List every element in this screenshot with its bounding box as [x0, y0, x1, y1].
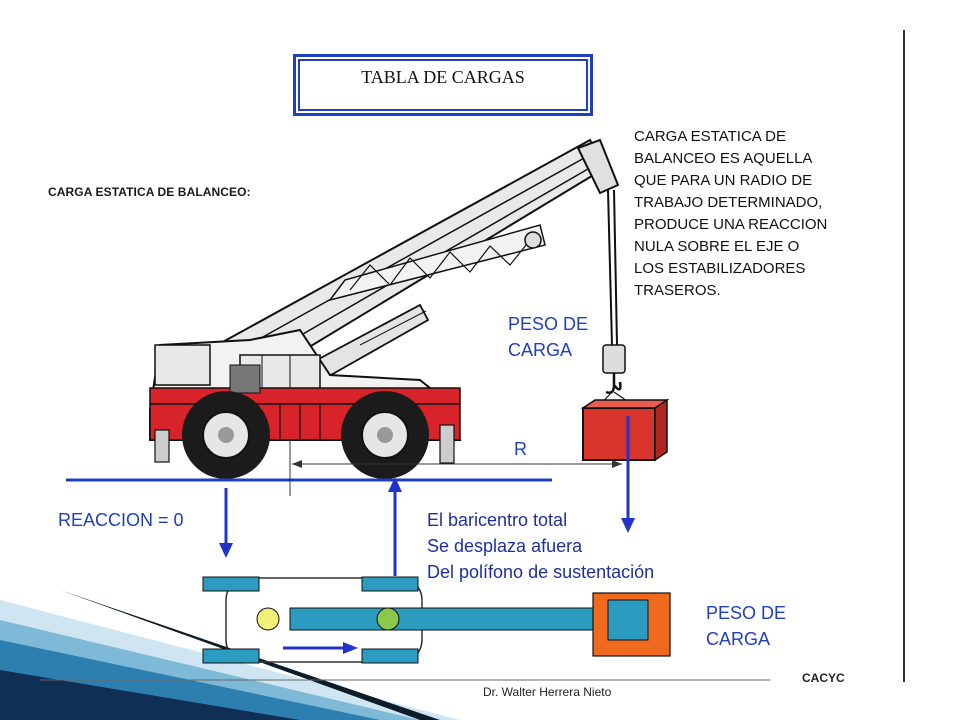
load-box [580, 398, 670, 462]
definition-text: CARGA ESTATICA DE BALANCEO ES AQUELLA QU… [634, 126, 894, 302]
barycenter-text: El baricentro total Se desplaza afuera D… [427, 510, 655, 582]
definition-line: PRODUCE UNA REACCION [634, 216, 828, 233]
footprint-plan-view [202, 576, 671, 664]
definition-line: QUE PARA UN RADIO DE [634, 172, 813, 189]
shifted-cg-marker [376, 607, 400, 631]
subtitle: CARGA ESTATICA DE BALANCEO: [48, 185, 251, 199]
footer-author: Dr. Walter Herrera Nieto [483, 685, 612, 699]
hook-block [594, 189, 641, 411]
definition-line: TRASEROS. [634, 282, 721, 299]
title-box: TABLA DE CARGAS [293, 54, 593, 116]
crane-wheels [182, 391, 429, 479]
radius-dimension [289, 440, 622, 496]
definition-line: LOS ESTABILIZADORES [634, 260, 806, 277]
definition-line: BALANCEO ES AQUELLA [634, 150, 813, 167]
radius-label: R [514, 439, 527, 459]
definition-line: CARGA ESTATICA DE [634, 128, 786, 145]
definition-line: TRABAJO DETERMINADO, [634, 194, 823, 211]
load-weight-label-bottom: PESO DE CARGA [706, 603, 787, 649]
reaction-label: REACCION = 0 [58, 510, 184, 530]
definition-line: NULA SOBRE EL EJE O [634, 238, 800, 255]
load-weight-label-top: PESO DE CARGA [508, 314, 589, 360]
initial-cg-marker [256, 607, 280, 631]
page-title: TABLA DE CARGAS [361, 67, 525, 87]
footer-org: CACYC [802, 671, 845, 685]
right-divider [903, 30, 905, 682]
force-arrows [219, 416, 635, 576]
